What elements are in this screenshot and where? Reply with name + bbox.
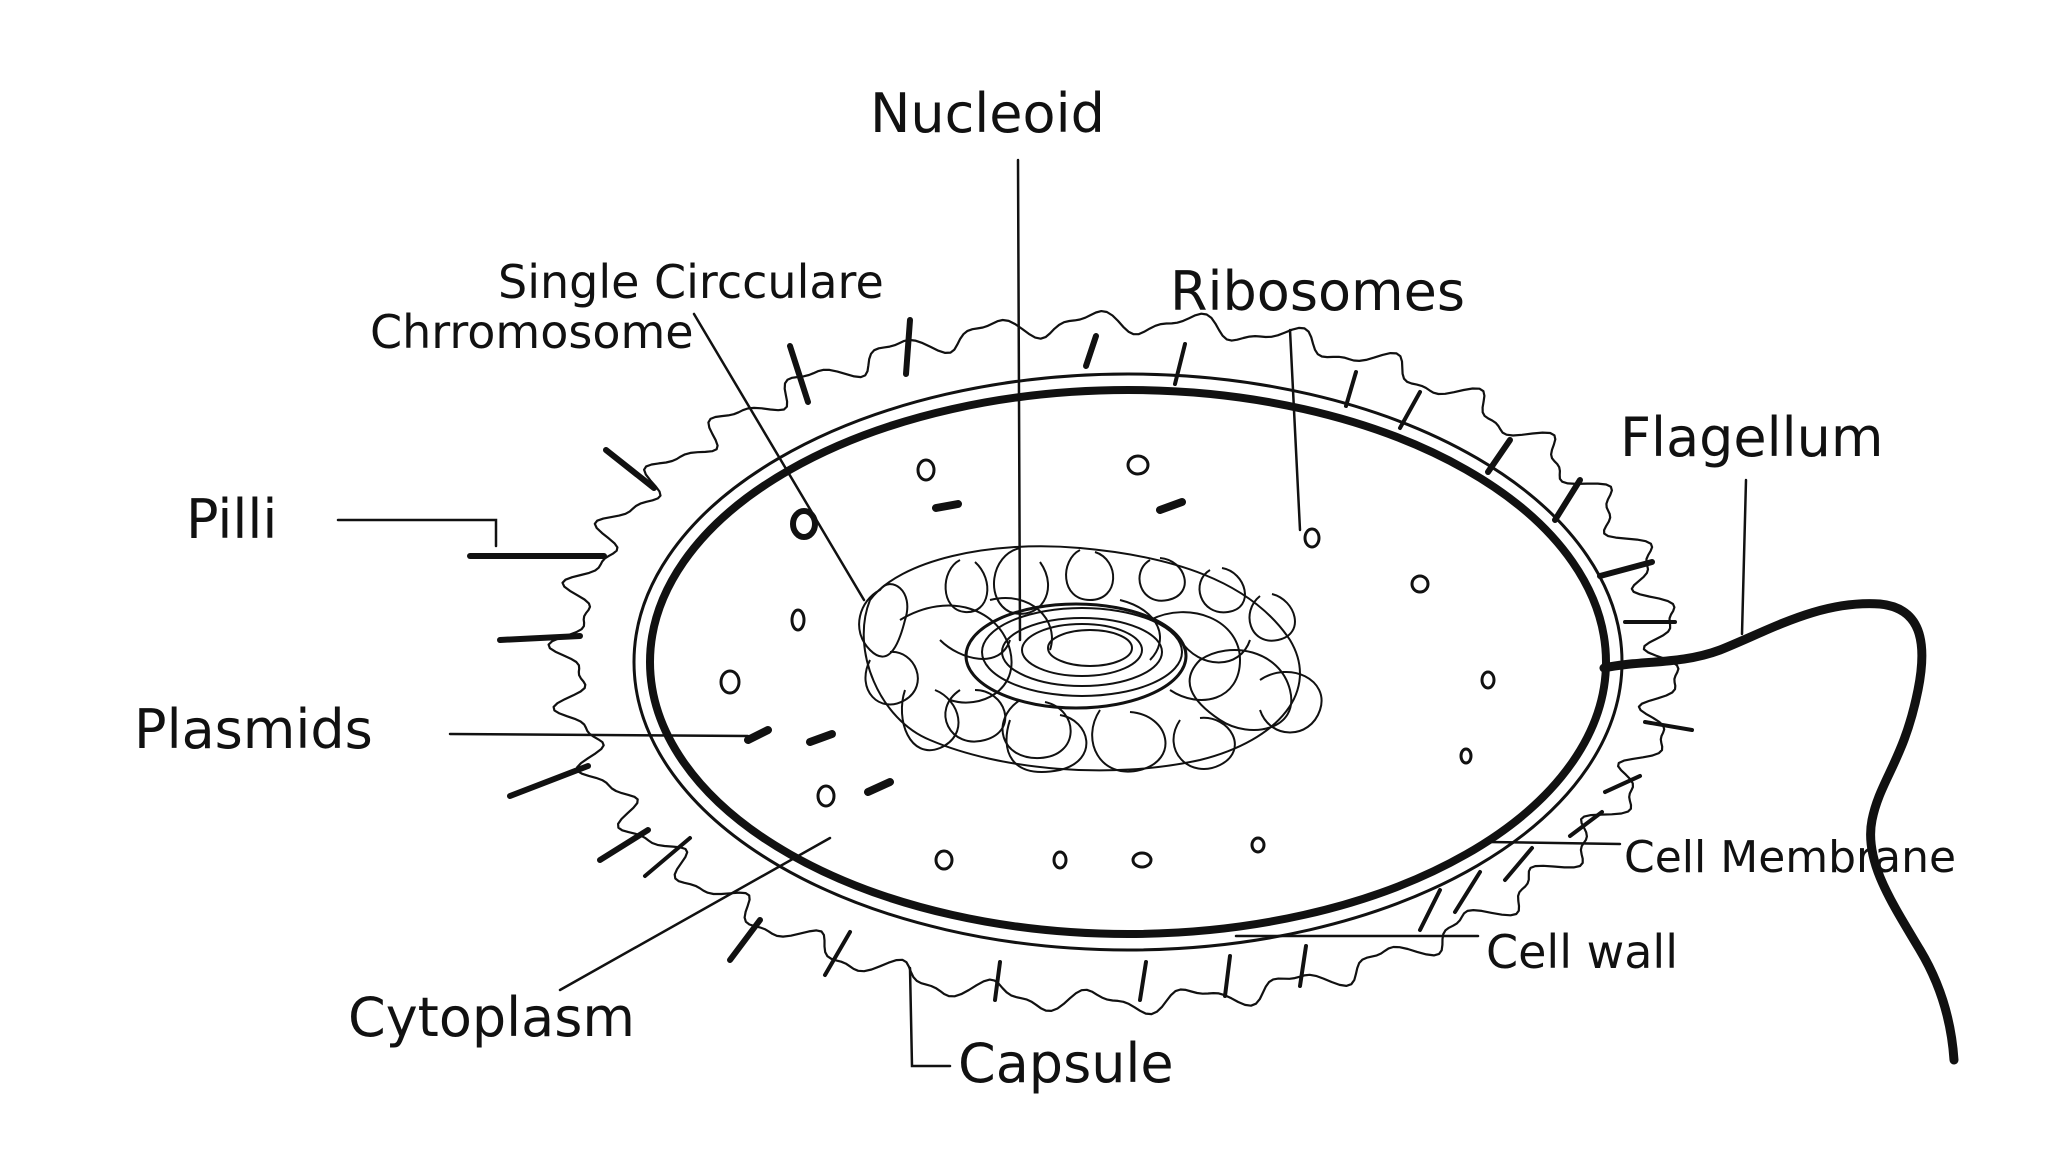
flagellum: [1599, 599, 1959, 1065]
plasmids-group: [744, 498, 1186, 796]
cell-membrane-outline: [646, 386, 1610, 938]
label-pilli: Pilli: [186, 488, 277, 551]
leader-lines: [336, 158, 1748, 1068]
label-ribosomes: Ribosomes: [1170, 260, 1465, 323]
label-chromosome-line2: Chrromosome: [370, 305, 694, 359]
label-chromosome-line1: Single Circculare: [498, 255, 884, 309]
labels-layer: Nucleoid Single Circculare Chrromosome R…: [134, 82, 1956, 1095]
label-cell-wall: Cell wall: [1486, 925, 1678, 979]
label-cytoplasm: Cytoplasm: [348, 986, 635, 1049]
ribosomes-group: [719, 454, 1496, 871]
capsule-outline: [547, 310, 1680, 1016]
label-flagellum: Flagellum: [1620, 406, 1884, 469]
label-cell-membrane: Cell Membrane: [1624, 832, 1956, 883]
label-capsule: Capsule: [958, 1032, 1174, 1095]
nucleoid-tangle: [858, 545, 1323, 773]
label-nucleoid: Nucleoid: [870, 82, 1105, 145]
pili-group: [467, 317, 1694, 1002]
label-plasmids: Plasmids: [134, 698, 373, 761]
